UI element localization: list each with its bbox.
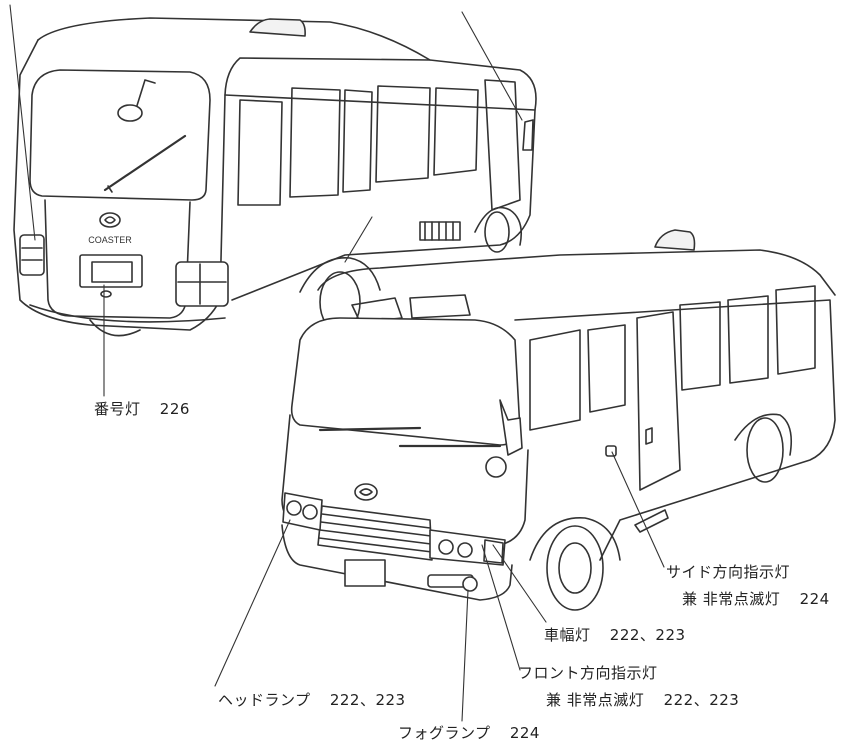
label-side-turn-name-2: 兼 非常点滅灯 <box>682 590 781 608</box>
front-bus-drawing <box>281 229 836 611</box>
label-number-light: 番号灯 226 <box>94 398 190 419</box>
label-front-turn-line2: 兼 非常点滅灯 222、223 <box>546 689 739 710</box>
label-fog: フォグランプ 224 <box>398 722 540 743</box>
label-fog-name: フォグランプ <box>398 724 491 742</box>
label-clearance-pages: 222、223 <box>609 626 686 644</box>
label-fog-page: 224 <box>509 724 540 742</box>
label-side-turn-name-1: サイド方向指示灯 <box>666 563 791 581</box>
rear-bus-drawing <box>9 4 537 337</box>
coaster-badge: COASTER <box>88 235 132 245</box>
label-number-light-page: 226 <box>159 400 190 418</box>
label-front-turn-line1: フロント方向指示灯 <box>518 662 658 683</box>
label-headlamp: ヘッドランプ 222、223 <box>218 689 406 710</box>
label-side-turn-line2: 兼 非常点滅灯 224 <box>682 588 830 609</box>
label-front-turn-pages: 222、223 <box>663 691 740 709</box>
leader-lines <box>103 284 665 722</box>
label-front-turn-name-2: 兼 非常点滅灯 <box>546 691 645 709</box>
label-side-turn-line1: サイド方向指示灯 <box>666 561 790 582</box>
label-side-turn-page: 224 <box>799 590 830 608</box>
label-headlamp-pages: 222、223 <box>329 691 406 709</box>
label-headlamp-name: ヘッドランプ <box>218 691 311 709</box>
label-clearance: 車幅灯 222、223 <box>544 624 686 645</box>
label-number-light-name: 番号灯 <box>94 400 141 418</box>
label-clearance-name: 車幅灯 <box>544 626 591 644</box>
label-front-turn-name-1: フロント方向指示灯 <box>518 664 658 682</box>
